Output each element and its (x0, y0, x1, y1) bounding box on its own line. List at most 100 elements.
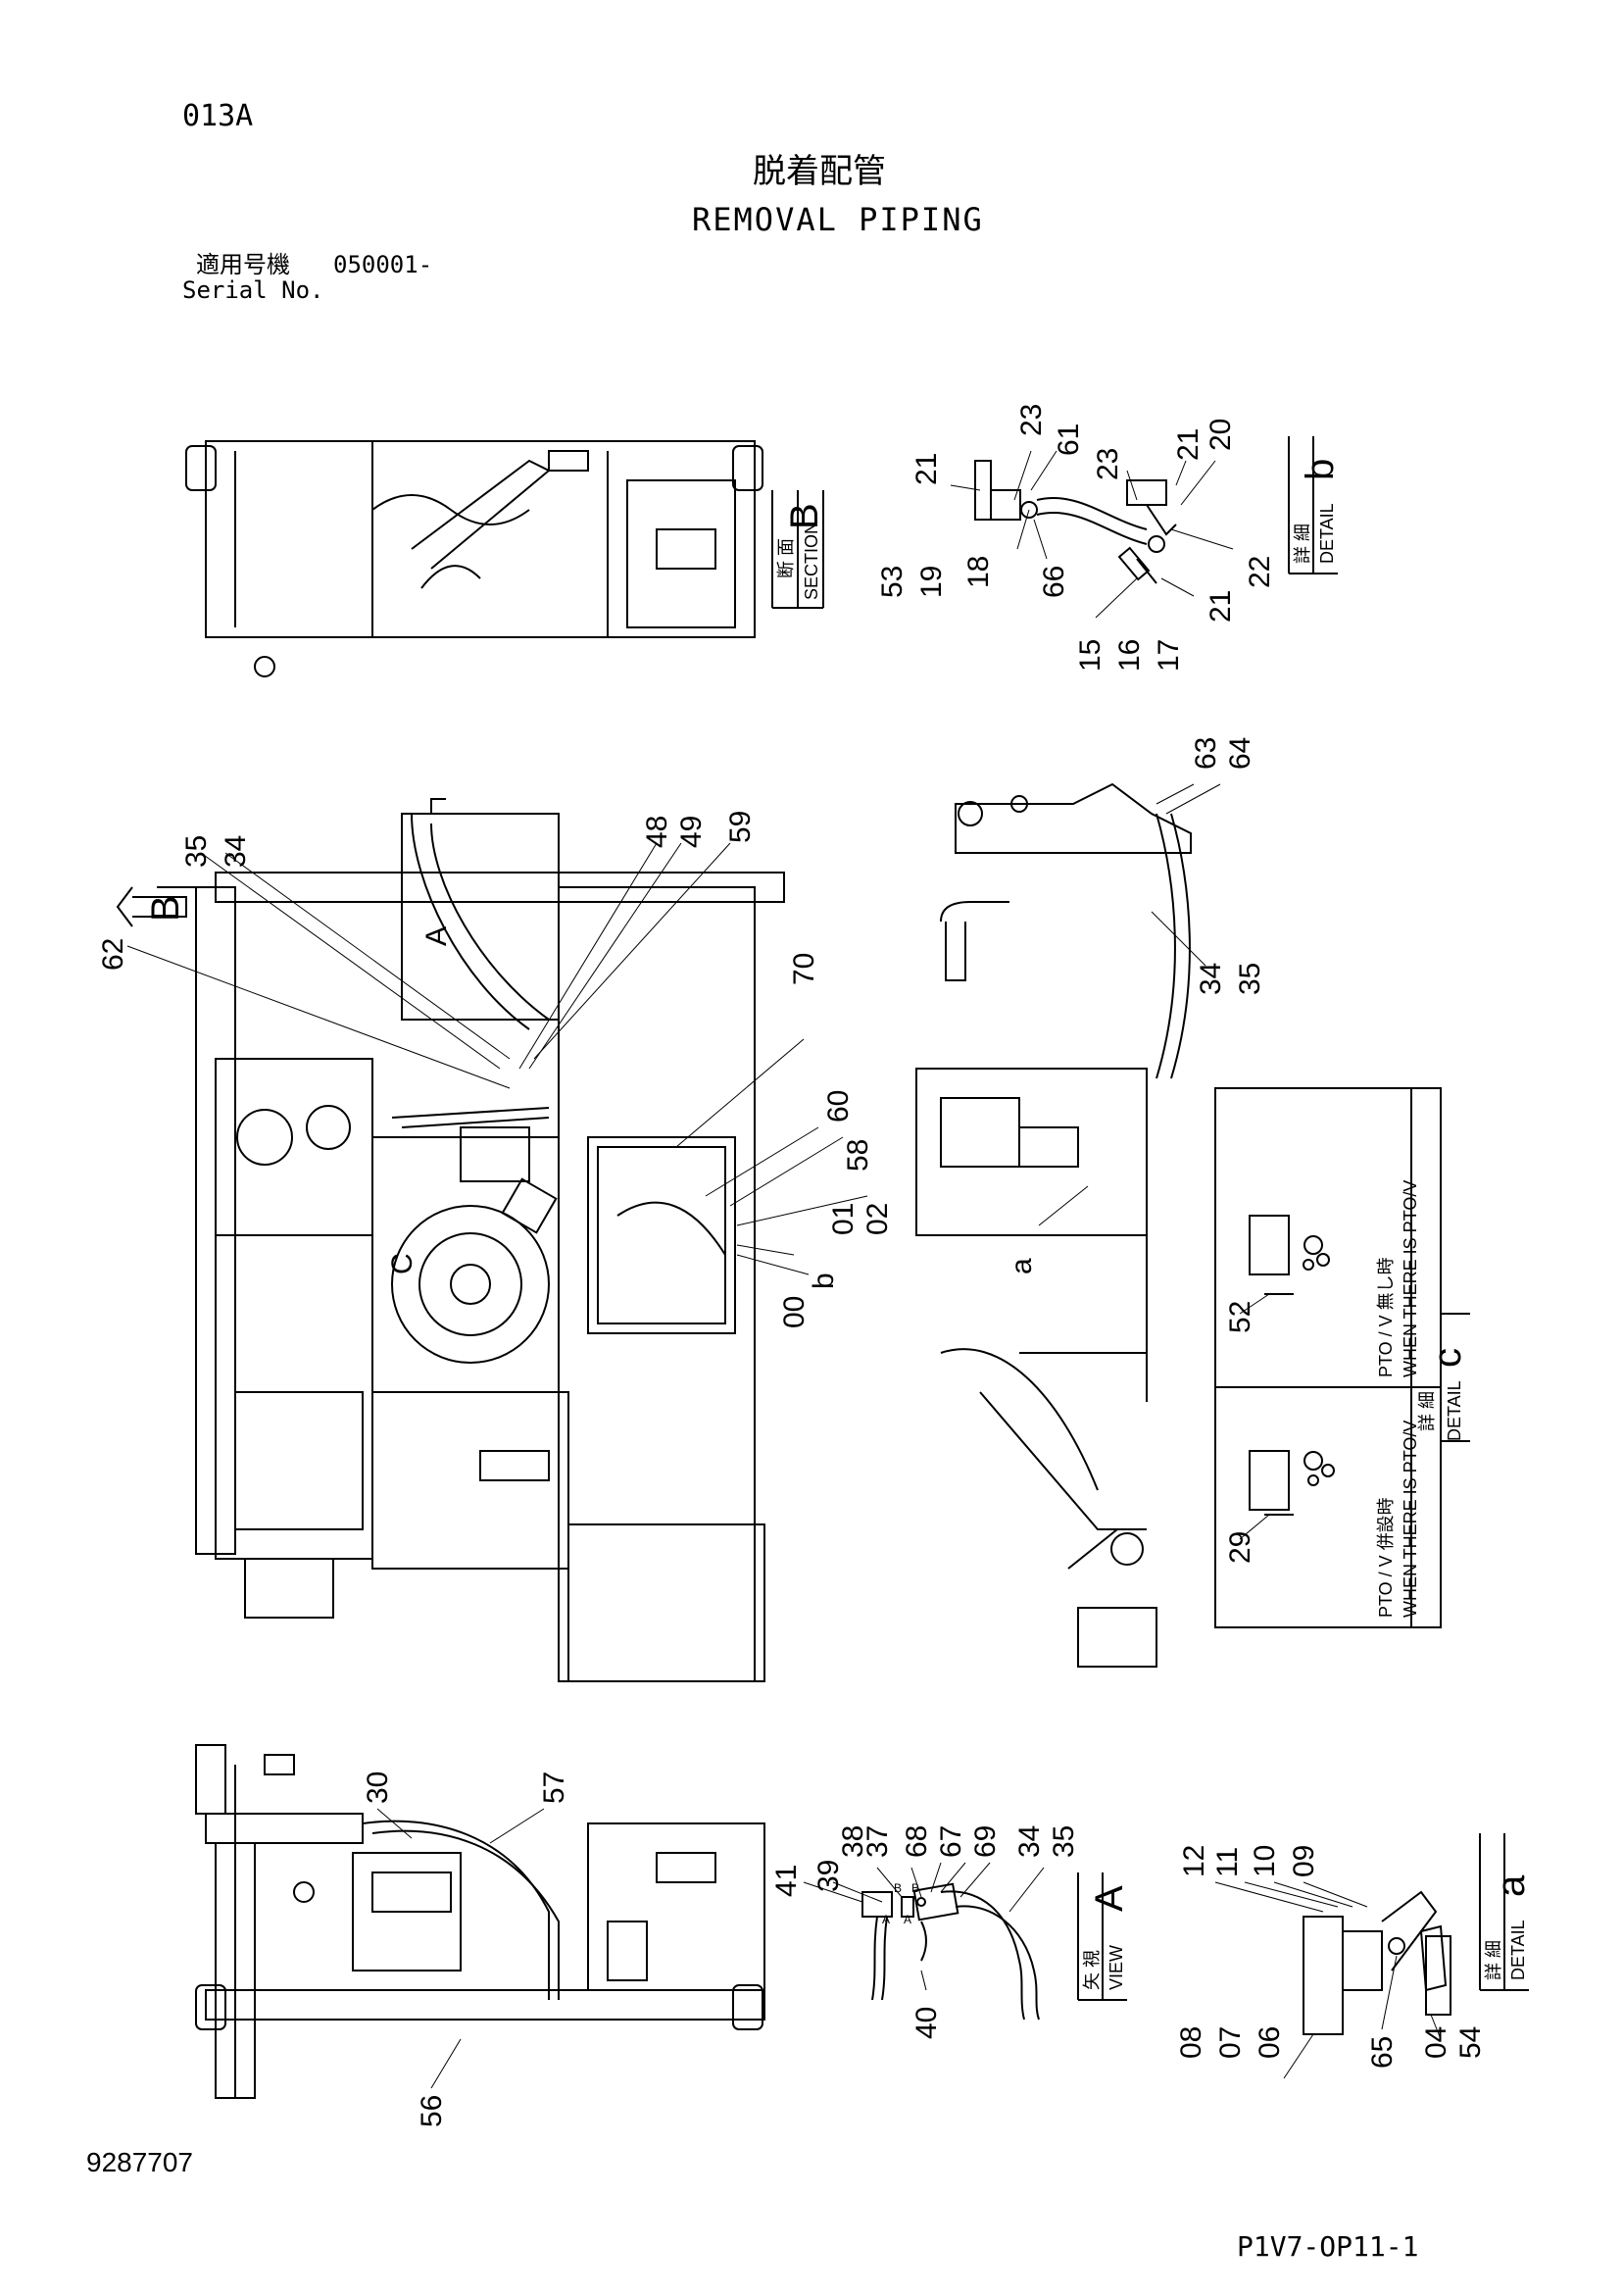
callout: 41 (770, 1865, 803, 1897)
callout: 61 (1053, 424, 1085, 456)
callout: 34 (220, 835, 252, 868)
detail-c-marker-letter: C (386, 1253, 418, 1274)
callout: 37 (861, 1825, 894, 1858)
detail-c-lower-caption-jp: PTO / V 併設時 (1376, 1497, 1396, 1618)
detail-a-label-jp: 詳 細 (1484, 1940, 1503, 1980)
port-label: B (911, 1881, 919, 1895)
callout: 17 (1153, 639, 1185, 672)
callout: 35 (1234, 963, 1266, 995)
callout: 08 (1175, 2026, 1207, 2059)
section-b-label-en: SECTION (802, 522, 821, 600)
serial-label-english: Serial No. (182, 276, 324, 304)
view-b-arrow (116, 886, 187, 927)
callout: 20 (1205, 419, 1237, 451)
callout: 57 (538, 1772, 570, 1804)
section-b-label-box (771, 490, 824, 609)
section-b-view (185, 440, 763, 677)
page-reference: P1V7-OP11-1 (1237, 2230, 1419, 2263)
detail-a-label-box (1479, 1833, 1529, 1991)
detail-c-lower-caption-en: WHEN THERE IS PTO/V (1401, 1421, 1420, 1618)
callout: 07 (1214, 2026, 1247, 2059)
detail-b-label-en: DETAIL (1317, 503, 1337, 564)
callout: 00 (778, 1296, 811, 1328)
callout: 29 (1224, 1531, 1256, 1564)
callout: 63 (1190, 737, 1222, 770)
callout: 53 (876, 566, 909, 598)
callout: 06 (1254, 2026, 1286, 2059)
main-view-leaders (126, 842, 868, 1275)
callout: 18 (962, 556, 995, 588)
callout: 65 (1366, 2036, 1399, 2069)
view-a-label-jp: 矢 視 (1082, 1950, 1102, 1990)
port-label: B (894, 1881, 902, 1895)
callout: 56 (416, 2095, 448, 2127)
callout: 02 (861, 1203, 894, 1235)
view-a-label-en: VIEW (1107, 1945, 1126, 1990)
callout: 48 (641, 816, 673, 848)
callout: 15 (1074, 639, 1107, 672)
detail-c-frame (1214, 1087, 1470, 1628)
detail-b-drawing (974, 460, 1177, 584)
callout: 52 (1224, 1301, 1256, 1333)
detail-a-drawing (1303, 1890, 1451, 2035)
detail-c-label-en: DETAIL (1445, 1380, 1464, 1441)
callout: 70 (788, 953, 820, 985)
detail-c-upper-caption-en: WHEN THERE IS PTO/V (1401, 1180, 1420, 1377)
detail-b-letter: b (1299, 459, 1342, 480)
callout: 19 (915, 566, 948, 598)
callout: 21 (1205, 590, 1237, 623)
callout: 01 (827, 1203, 860, 1235)
callout: 34 (1013, 1825, 1046, 1858)
side-view (915, 782, 1192, 1668)
callout: 34 (1195, 963, 1227, 995)
port-label: A (882, 1913, 890, 1926)
view-a-drawing (861, 1882, 1040, 2021)
callout: a (1006, 1258, 1038, 1274)
callout: 23 (1015, 404, 1048, 436)
detail-c-lower-drawing (1239, 1450, 1335, 1540)
port-label: A (904, 1913, 911, 1926)
section-b-label-jp: 断 面 (776, 538, 796, 578)
callout: 68 (901, 1825, 933, 1858)
callout: 54 (1454, 2026, 1487, 2059)
serial-label-japanese: 適用号機 (196, 251, 290, 278)
callout: 04 (1420, 2026, 1452, 2059)
callout: 35 (180, 835, 213, 868)
callout: 49 (675, 816, 708, 848)
callout: 40 (910, 2007, 943, 2039)
callout: 35 (1048, 1825, 1080, 1858)
callout: 30 (362, 1772, 394, 1804)
callout: 12 (1178, 1845, 1210, 1877)
callout: 62 (97, 938, 129, 971)
callout: 21 (910, 453, 943, 485)
view-a-letter: A (1088, 1885, 1131, 1912)
title-japanese: 脱着配管 (753, 152, 886, 191)
view-a-marker-letter: A (420, 926, 453, 946)
title-english: REMOVAL PIPING (692, 201, 984, 238)
detail-c-label-jp: 詳 細 (1417, 1391, 1437, 1431)
callout: 67 (935, 1825, 967, 1858)
detail-c-upper-drawing (1239, 1215, 1330, 1315)
callout: 11 (1211, 1847, 1244, 1877)
view-a-label-box (1077, 1872, 1127, 2001)
callout: 58 (842, 1139, 874, 1172)
serial-value: 050001- (333, 251, 433, 278)
callout: 21 (1172, 428, 1205, 461)
detail-b-label-jp: 詳 細 (1293, 524, 1312, 564)
detail-b-label-box (1288, 436, 1338, 574)
detail-c-upper-caption-jp: PTO / V 無し時 (1376, 1257, 1396, 1377)
callout: 22 (1244, 556, 1276, 588)
callout: 69 (969, 1825, 1002, 1858)
view-b-arrow-letter: B (144, 895, 187, 922)
callout: 64 (1224, 737, 1256, 770)
callout: 16 (1113, 639, 1146, 672)
callout: 10 (1249, 1845, 1281, 1877)
main-plan-view (157, 798, 785, 1682)
callout: 23 (1092, 448, 1124, 480)
callout: 59 (724, 811, 757, 843)
callout: 60 (822, 1090, 855, 1123)
callout: b (808, 1273, 840, 1289)
bottom-side-view (195, 1744, 765, 2099)
callout: 66 (1038, 566, 1070, 598)
